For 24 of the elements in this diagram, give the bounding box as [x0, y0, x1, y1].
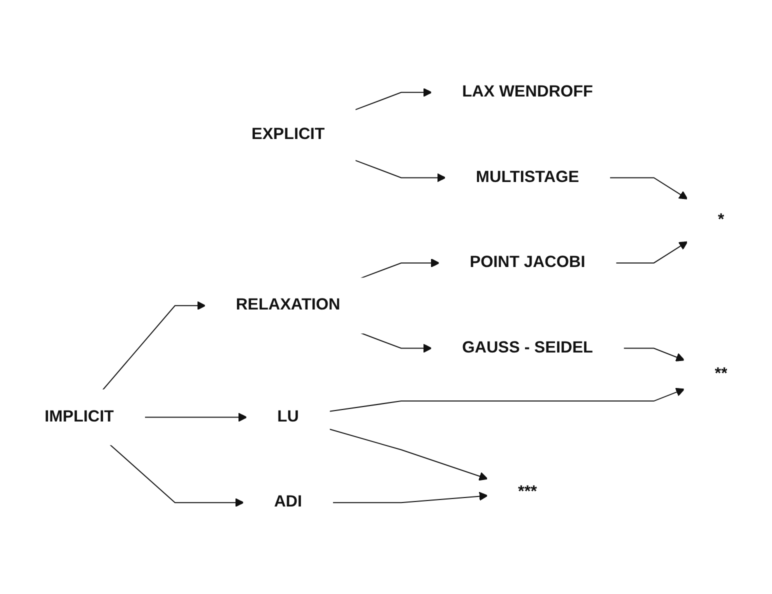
- arrow: [110, 444, 244, 507]
- arrow: [616, 240, 688, 263]
- node-text: MULTISTAGE: [476, 168, 580, 186]
- arrow: [144, 412, 248, 422]
- node-text: ***: [518, 482, 538, 500]
- node-text: LU: [277, 408, 299, 425]
- arrow: [332, 491, 488, 503]
- arrow: [354, 159, 446, 182]
- arrow: [623, 347, 685, 361]
- node-text: GAUSS - SEIDEL: [462, 338, 593, 356]
- arrow: [329, 387, 685, 412]
- node-text: IMPLICIT: [44, 408, 114, 425]
- node-text: POINT JACOBI: [470, 253, 586, 271]
- node-text: EXPLICIT: [252, 125, 325, 143]
- node-text: ADI: [274, 492, 302, 510]
- arrow: [102, 300, 206, 390]
- node-text: *: [718, 210, 724, 228]
- arrow: [610, 176, 688, 199]
- arrow: [360, 332, 432, 352]
- node-text: **: [714, 365, 728, 382]
- node-text: LAX WENDROFF: [462, 82, 593, 100]
- arrow: [329, 428, 488, 480]
- node-text: RELAXATION: [236, 296, 340, 314]
- arrow: [354, 87, 432, 110]
